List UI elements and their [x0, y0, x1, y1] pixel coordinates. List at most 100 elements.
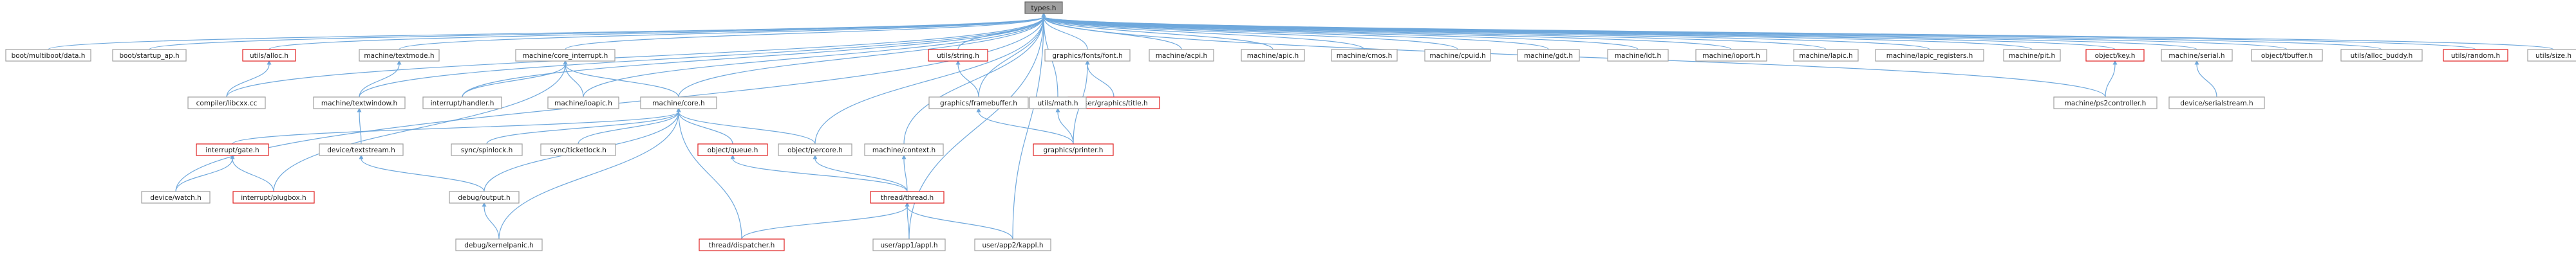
node-multiboot[interactable]: boot/multiboot/data.h	[5, 49, 91, 62]
edge-int_gate-to-plugbox	[230, 154, 274, 192]
node-utils_math[interactable]: utils/math.h	[1029, 96, 1087, 109]
edge-types-to-percore	[814, 12, 1046, 145]
node-plugbox[interactable]: interrupt/plugbox.h	[232, 191, 315, 204]
node-alloc[interactable]: utils/alloc.h	[242, 49, 296, 62]
edge-percore-to-thread	[813, 154, 908, 192]
node-box	[449, 191, 520, 204]
node-textmode[interactable]: machine/textmode.h	[359, 49, 440, 62]
node-label: utils/math.h	[1037, 100, 1078, 107]
edge-machine_core-to-queue	[676, 107, 733, 145]
edge-machine_core-to-kernelpanic	[498, 107, 681, 240]
node-label: machine/ps2controller.h	[2065, 100, 2147, 107]
node-label: machine/context.h	[872, 147, 935, 154]
node-framebuffer[interactable]: graphics/framebuffer.h	[928, 96, 1029, 109]
node-percore[interactable]: object/percore.h	[778, 143, 852, 156]
node-context[interactable]: machine/context.h	[864, 143, 944, 156]
edge-types-to-core_interrupt	[565, 12, 1046, 50]
edge-textstream-to-debug_output	[359, 154, 485, 192]
node-ioport[interactable]: machine/ioport.h	[1695, 49, 1767, 62]
edge-object_key-to-ps2controller	[2105, 60, 2118, 98]
node-label: user/graphics/title.h	[1080, 100, 1147, 107]
node-startup_ap[interactable]: boot/startup_ap.h	[112, 49, 187, 62]
node-random[interactable]: utils/random.h	[2443, 49, 2508, 62]
node-alloc_buddy[interactable]: utils/alloc_buddy.h	[2340, 49, 2423, 62]
node-debug_output[interactable]: debug/output.h	[449, 191, 520, 204]
node-pit[interactable]: machine/pit.h	[2003, 49, 2061, 62]
node-label: device/serialstream.h	[2180, 100, 2253, 107]
node-label: object/percore.h	[787, 147, 843, 154]
node-watch[interactable]: device/watch.h	[141, 191, 211, 204]
node-cpuid[interactable]: machine/cpuid.h	[1424, 49, 1491, 62]
node-box	[2527, 49, 2576, 62]
node-object_key[interactable]: object/key.h	[2085, 49, 2145, 62]
node-gdt[interactable]: machine/gdt.h	[1517, 49, 1580, 62]
node-printer[interactable]: graphics/printer.h	[1033, 143, 1114, 156]
node-box	[928, 49, 988, 62]
node-box	[455, 238, 543, 251]
node-dispatcher[interactable]: thread/dispatcher.h	[699, 238, 785, 251]
node-serialstream[interactable]: device/serialstream.h	[2168, 96, 2265, 109]
node-size[interactable]: utils/size.h	[2527, 49, 2576, 62]
node-label: machine/gdt.h	[1524, 52, 1573, 60]
edge-core_interrupt-to-machine_core	[563, 60, 679, 98]
node-label: graphics/fonts/font.h	[1052, 52, 1122, 60]
node-ps2controller[interactable]: machine/ps2controller.h	[2053, 96, 2158, 109]
node-box	[1424, 49, 1491, 62]
node-lapic[interactable]: machine/lapic.h	[1793, 49, 1859, 62]
node-lapic_registers[interactable]: machine/lapic_registers.h	[1875, 49, 1984, 62]
node-label: machine/textwindow.h	[321, 100, 397, 107]
node-box	[112, 49, 187, 62]
node-serial[interactable]: machine/serial.h	[2161, 49, 2233, 62]
node-label: interrupt/plugbox.h	[241, 194, 306, 202]
node-app1[interactable]: user/app1/appl.h	[872, 238, 946, 251]
node-int_gate[interactable]: interrupt/gate.h	[196, 143, 269, 156]
node-kernelpanic[interactable]: debug/kernelpanic.h	[455, 238, 543, 251]
node-label: device/watch.h	[150, 194, 202, 202]
edge-types-to-utils_string	[957, 12, 1046, 50]
node-spinlock[interactable]: sync/spinlock.h	[451, 143, 523, 156]
node-box	[1607, 49, 1669, 62]
node-label: machine/core.h	[652, 100, 704, 107]
node-int_handler[interactable]: interrupt/handler.h	[422, 96, 502, 109]
node-label: object/queue.h	[708, 147, 758, 154]
node-queue[interactable]: object/queue.h	[697, 143, 768, 156]
node-textwindow[interactable]: machine/textwindow.h	[313, 96, 406, 109]
edge-types-to-idt	[1041, 12, 1639, 50]
node-label: machine/pit.h	[2009, 52, 2055, 60]
node-ioapic[interactable]: machine/ioapic.h	[547, 96, 619, 109]
node-box	[1149, 49, 1214, 62]
edge-machine_core-to-spinlock	[486, 107, 681, 145]
edge-types-to-int_handler	[462, 12, 1046, 98]
node-libcxx[interactable]: compiler/libcxx.cc	[187, 96, 266, 109]
node-app2[interactable]: user/app2/kappl.h	[974, 238, 1051, 251]
edge-types-to-machine_core	[678, 12, 1046, 98]
node-box	[2168, 96, 2265, 109]
node-fonts_font[interactable]: graphics/fonts/font.h	[1044, 49, 1131, 62]
node-ticketlock[interactable]: sync/ticketlock.h	[540, 143, 616, 156]
node-box	[928, 96, 1029, 109]
node-core_interrupt[interactable]: machine/core_interrupt.h	[515, 49, 616, 62]
node-tbuffer[interactable]: object/tbuffer.h	[2251, 49, 2323, 62]
node-label: machine/apic.h	[1247, 52, 1299, 60]
node-utils_string[interactable]: utils/string.h	[928, 49, 988, 62]
edge-thread-to-app2	[905, 202, 1013, 240]
node-acpi[interactable]: machine/acpi.h	[1149, 49, 1214, 62]
node-box	[640, 96, 717, 109]
node-label: boot/multiboot/data.h	[12, 52, 86, 60]
edge-machine_core-to-ticketlock	[578, 107, 681, 145]
node-label: machine/acpi.h	[1156, 52, 1207, 60]
node-usergraphics_title[interactable]: user/graphics/title.h	[1067, 96, 1160, 109]
node-types[interactable]: types.h	[1024, 1, 1063, 14]
node-box	[778, 143, 852, 156]
node-box	[2443, 49, 2508, 62]
node-thread[interactable]: thread/thread.h	[870, 191, 945, 204]
edge-types-to-context	[903, 12, 1046, 145]
node-apic[interactable]: machine/apic.h	[1241, 49, 1305, 62]
edge-types-to-lapic	[1041, 12, 1827, 50]
node-textstream[interactable]: device/textstream.h	[319, 143, 404, 156]
node-box	[974, 238, 1051, 251]
node-idt[interactable]: machine/idt.h	[1607, 49, 1669, 62]
node-label: machine/cpuid.h	[1429, 52, 1485, 60]
node-machine_core[interactable]: machine/core.h	[640, 96, 717, 109]
node-cmos[interactable]: machine/cmos.h	[1331, 49, 1398, 62]
